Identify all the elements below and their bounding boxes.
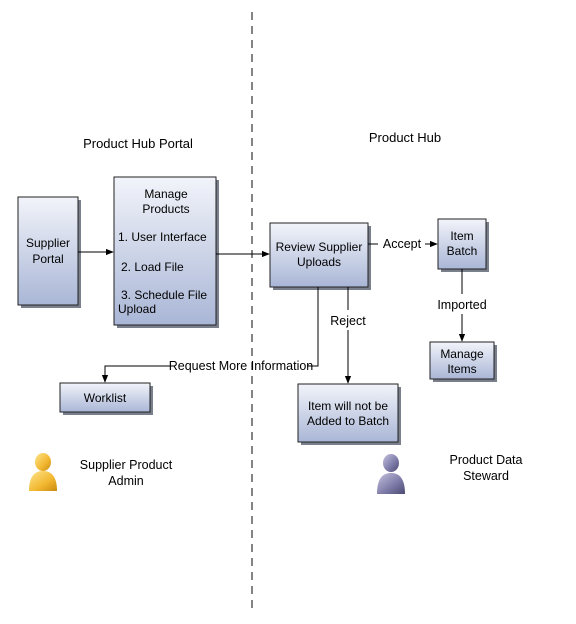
- edge-label-request-info: Request More Information: [169, 359, 314, 373]
- supplier-portal-box[interactable]: Supplier Portal: [17, 196, 81, 308]
- item-batch-line-2: Batch: [447, 244, 478, 258]
- worklist-label: Worklist: [84, 391, 127, 405]
- supplier-admin-label-1: Supplier Product: [80, 458, 173, 472]
- manage-items-line-1: Manage: [440, 347, 484, 361]
- data-steward-label-1: Product Data: [450, 453, 523, 467]
- manage-products-title-1: Manage: [144, 187, 188, 201]
- edge-label-accept: Accept: [383, 237, 422, 251]
- manage-items-box[interactable]: Manage Items: [429, 341, 497, 382]
- manage-products-step-3: 3. Schedule File: [121, 288, 207, 302]
- section-title-hub: Product Hub: [369, 130, 441, 145]
- item-batch-line-1: Item: [450, 229, 473, 243]
- manage-products-step-2: 2. Load File: [121, 260, 184, 274]
- supplier-admin-person-icon: [29, 453, 57, 491]
- supplier-portal-line-1: Supplier: [26, 236, 70, 250]
- edge-label-reject: Reject: [330, 314, 366, 328]
- review-uploads-line-1: Review Supplier: [276, 240, 363, 254]
- manage-products-box[interactable]: Manage Products 1. User Interface 2. Loa…: [113, 176, 219, 328]
- section-title-portal: Product Hub Portal: [83, 136, 193, 151]
- not-added-box[interactable]: Item will not be Added to Batch: [297, 383, 401, 445]
- supplier-portal-line-2: Portal: [32, 252, 63, 266]
- manage-products-step-1: 1. User Interface: [118, 230, 207, 244]
- edge-request-info: [307, 287, 319, 367]
- edge-label-imported: Imported: [437, 298, 486, 312]
- worklist-box[interactable]: Worklist: [59, 382, 153, 415]
- supplier-admin-label-2: Admin: [108, 474, 143, 488]
- data-steward-person-icon: [377, 454, 405, 494]
- review-uploads-box[interactable]: Review Supplier Uploads: [269, 222, 371, 290]
- item-batch-box[interactable]: Item Batch: [437, 218, 489, 272]
- not-added-line-1: Item will not be: [308, 399, 388, 413]
- review-uploads-line-2: Uploads: [297, 255, 341, 269]
- manage-products-title-2: Products: [142, 202, 189, 216]
- manage-products-step-3-cont: Upload: [118, 302, 156, 316]
- manage-items-line-2: Items: [447, 362, 476, 376]
- edge-request-info-left: [101, 365, 175, 383]
- not-added-line-2: Added to Batch: [307, 414, 389, 428]
- data-steward-label-2: Steward: [463, 469, 509, 483]
